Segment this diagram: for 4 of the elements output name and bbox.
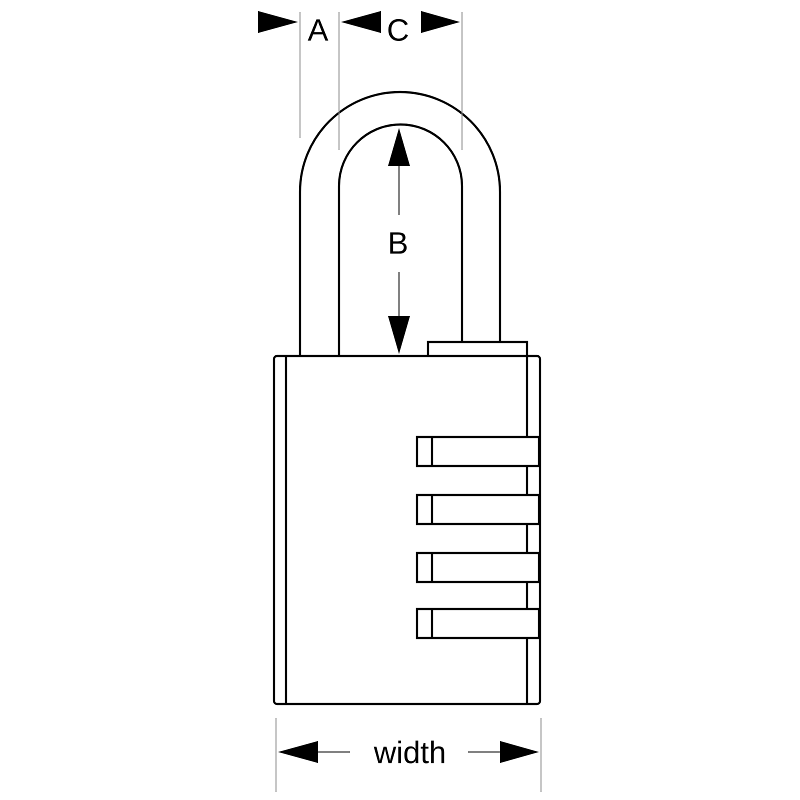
dimension-label: C [388, 19, 408, 41]
dimension-label: B [390, 232, 407, 254]
dimension-label: width [374, 740, 444, 764]
dimension-label: A [308, 19, 328, 41]
